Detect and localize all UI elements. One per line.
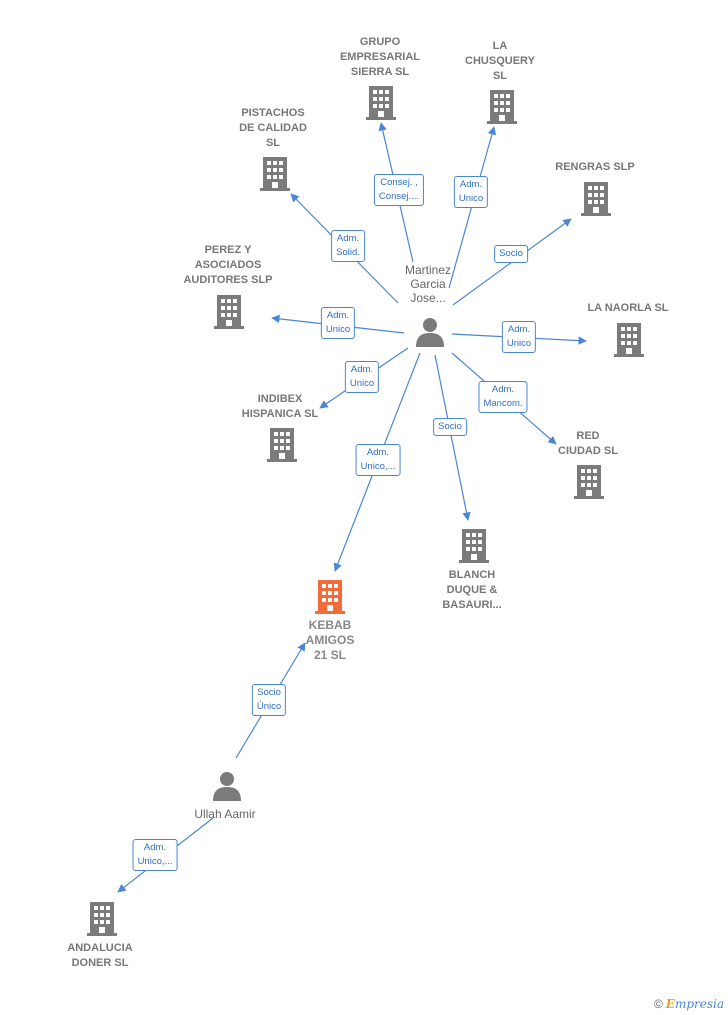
edge-label-chusquery: Adm. Unico — [453, 176, 489, 208]
brand-footer: © Empresia — [654, 997, 724, 1011]
focus-building-icon[interactable] — [315, 578, 345, 614]
building-icon[interactable] — [459, 527, 489, 563]
edge-label-grupo: Consej. , Consej.... — [373, 174, 425, 206]
building-icon[interactable] — [574, 463, 604, 499]
edge-label-blanch: Socio — [433, 418, 467, 436]
person-icon[interactable] — [415, 316, 445, 348]
building-icon[interactable] — [366, 84, 396, 120]
company-pistachos-de-calidad[interactable]: PISTACHOS DE CALIDAD SL — [239, 107, 307, 149]
person-ullah-aamir[interactable]: Ullah Aamir — [194, 807, 256, 821]
company-la-naorla[interactable]: LA NAORLA SL — [587, 302, 669, 314]
building-icon[interactable] — [87, 900, 117, 936]
building-icon[interactable] — [614, 321, 644, 357]
edge-label-ullah-andalucia: Adm. Unico,... — [132, 839, 178, 871]
edge-label-red: Adm. Mancom. — [478, 381, 528, 413]
copyright-icon: © — [653, 997, 663, 1011]
edge-label-perez: Adm. Unico — [320, 307, 356, 339]
edge-label-kebab: Adm. Unico,... — [355, 444, 401, 476]
company-rengras[interactable]: RENGRAS SLP — [555, 161, 635, 173]
building-icon[interactable] — [260, 155, 290, 191]
building-icon[interactable] — [214, 293, 244, 329]
company-grupo-empresarial-sierra[interactable]: GRUPO EMPRESARIAL SIERRA SL — [339, 36, 421, 78]
building-icon[interactable] — [487, 88, 517, 124]
edge-label-rengras: Socio — [494, 245, 528, 263]
edge-label-ullah-kebab: Socio Único — [251, 684, 287, 716]
edge-label-indibex: Adm. Unico — [344, 361, 380, 393]
building-icon[interactable] — [267, 426, 297, 462]
edge-blanch — [434, 354, 471, 521]
brand-logo: Empresia — [665, 997, 724, 1011]
company-andalucia-doner[interactable]: ANDALUCIA DONER SL — [67, 942, 133, 969]
company-la-chusquery[interactable]: LA CHUSQUERY SL — [465, 40, 535, 82]
person-martinez-garcia-jose[interactable]: Martinez Garcia Jose... — [404, 263, 451, 305]
company-kebab-amigos-21[interactable]: KEBAB AMIGOS 21 SL — [305, 618, 355, 662]
company-perez-y-asociados[interactable]: PEREZ Y ASOCIADOS AUDITORES SLP — [183, 244, 273, 286]
edge-label-naorla: Adm. Unico — [501, 321, 537, 353]
company-indibex-hispanica[interactable]: INDIBEX HISPANICA SL — [241, 393, 319, 420]
company-blanch-duque-basauri[interactable]: BLANCH DUQUE & BASAURI... — [442, 569, 502, 611]
edge-label-pistachos: Adm. Solid. — [331, 230, 365, 262]
company-red-ciudad[interactable]: RED CIUDAD SL — [558, 430, 618, 457]
building-icon[interactable] — [581, 180, 611, 216]
person-icon[interactable] — [212, 770, 242, 802]
